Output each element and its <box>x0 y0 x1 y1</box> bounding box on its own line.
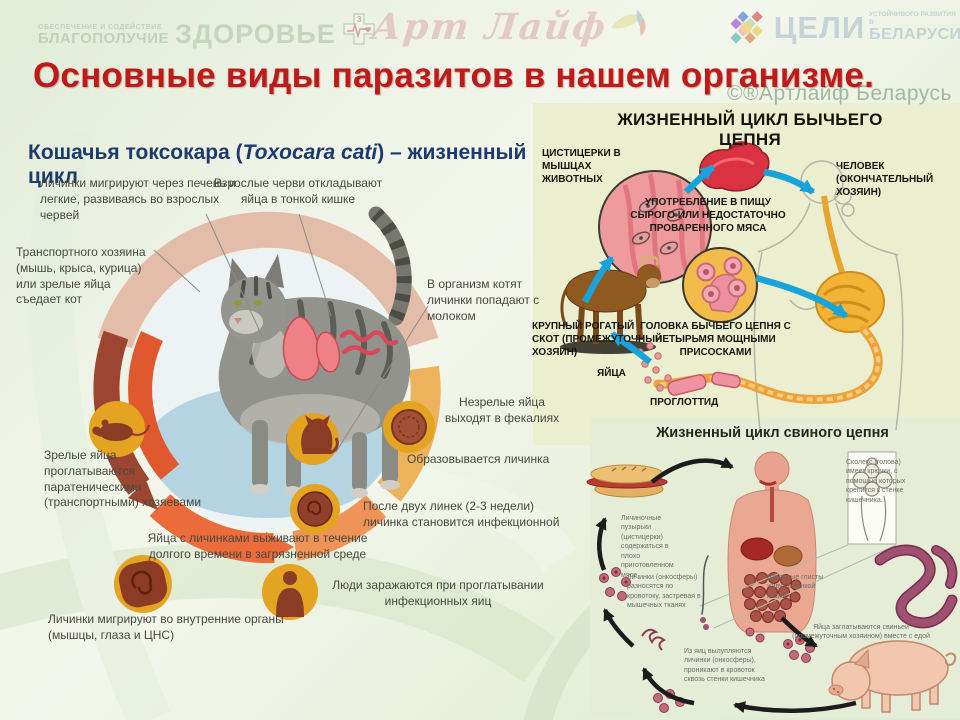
goals-logo-region: БЕЛАРУСИ <box>869 26 960 44</box>
meat-icon <box>699 141 770 192</box>
pig-icon <box>828 640 957 713</box>
beef-cycle-title: ЖИЗНЕННЫЙ ЦИКЛ БЫЧЬЕГО ЦЕПНЯ <box>617 110 883 149</box>
cat-title-post: ) – жизненный цикл <box>28 141 527 188</box>
proglottid-icon <box>667 371 741 396</box>
goals-logo-tagline: УСТОЙЧИВОГО РАЗВИТИЯ В <box>869 11 956 26</box>
beef-label-human-final-host: ЧЕЛОВЕК (ОКОНЧАТЕЛЬНЫЙ ХОЗЯИН) <box>836 161 934 198</box>
pork-label-oncospheres-bloodstream: Личинки (онкосферы) разносятся по кровот… <box>627 574 701 610</box>
beef-cycle-diagram <box>560 141 904 431</box>
cat-illustration <box>218 206 412 498</box>
health-logo-line3: ЗДОРОВЬЕ <box>175 18 336 49</box>
artlife-brand-text: Арт Лайф <box>369 6 610 48</box>
pork-label-scolex-hooks: Сколекс (голова) имеет крючки, с помощью… <box>846 459 906 504</box>
sitting-cat-icon <box>287 413 339 465</box>
scolex-head-icon <box>682 247 758 323</box>
pork-cycle-diagram <box>586 451 958 713</box>
pork-eggs <box>599 567 815 713</box>
goals-logo-word: ЦЕЛИ <box>773 10 866 45</box>
cat-label-transport-host: Транспортного хозяина (мышь, крыса, кури… <box>16 245 146 307</box>
health-logo-tagline: ОБЕСПЕЧЕНИЕ И СОДЕЙСТВИЕ <box>38 24 162 31</box>
cat-intestine-worms <box>339 329 399 356</box>
cat-label-adult-worms-eggs: Взрослые черви откладывают яйца в тонкой… <box>213 176 383 206</box>
egg-icon <box>383 401 435 453</box>
cat-cycle-diagram <box>89 206 441 620</box>
svg-text:3: 3 <box>357 15 362 24</box>
larva-egg-icon <box>114 555 172 613</box>
hotdog-icon <box>586 464 668 498</box>
copyright-watermark: ©®Артлайф Беларусь <box>727 82 952 105</box>
goals-logo-watermark: ЦЕЛИ УСТОЙЧИВОГО РАЗВИТИЯ В БЕЛАРУСИ <box>722 4 960 52</box>
pork-cycle-arrows <box>595 457 857 713</box>
mosaic-diamond-icon <box>730 11 763 44</box>
cat-label-mature-eggs-swallowed: Зрелые яйца проглатываются паратенически… <box>44 448 202 510</box>
health-logo-line2: БЛАГОПОЛУЧИЕ <box>38 30 169 47</box>
cat-organs-lungs <box>282 316 320 381</box>
health-logo-watermark: ОБЕСПЕЧЕНИЕ И СОДЕЙСТВИЕ БЛАГОПОЛУЧИЕ ЗД… <box>38 12 376 49</box>
beef-label-undercooked-meat: УПОТРЕБЛЕНИЕ В ПИЩУ СЫРОГО ИЛИ НЕДОСТАТО… <box>630 197 786 234</box>
pork-label-adult-worms-intestine: Взрослые глисты живут в тонкой кишке <box>767 574 824 600</box>
leaf-icon <box>610 10 646 36</box>
pork-label-cysticerci-meat: Личиночные пузырьки (цистицерки) содержа… <box>621 515 674 579</box>
pork-tapeworm-chain <box>700 544 958 630</box>
cat-label-eggs-survive-environment: Яйца с личинками выживают в течение долг… <box>147 531 368 561</box>
beef-label-proglottid: ПРОГЛОТТИД <box>650 397 719 408</box>
cat-label-larvae-migrate-organs: Личинки мигрируют во внутренние органы (… <box>48 612 284 642</box>
beef-label-eggs: ЯЙЦА <box>597 368 626 379</box>
cysticerci-muscle-icon <box>598 170 712 284</box>
cycle-arrowhead <box>266 532 294 562</box>
pork-label-eggs-swallowed-pig: Яйца заглатываются свиньей (промежуточны… <box>792 624 930 641</box>
cat-title-species: Toxocara cati <box>242 141 378 164</box>
larva-sketch <box>641 628 666 651</box>
cat-label-two-molts-infectious: После двух линек (2-3 недели) личинка ст… <box>363 499 560 529</box>
human-icon <box>262 564 318 620</box>
cat-label-kittens-milk: В организм котят личинки попадают с моло… <box>427 277 540 323</box>
cycle-arrowhead <box>128 480 158 510</box>
larva-icon <box>290 484 340 534</box>
beef-label-scolex-suckers: ГОЛОВКА БЫЧЬЕГО ЦЕПНЯ С ЧЕТЫРЬМЯ МОЩНЫМИ… <box>640 321 791 358</box>
mouse-icon <box>89 401 150 457</box>
cat-cycle-title: Кошачья токсокара (Toxocara cati) – жизн… <box>28 141 538 189</box>
cat-title-pre: Кошачья токсокара ( <box>28 141 243 164</box>
medical-cross-icon: 3 <box>342 13 375 45</box>
pork-cycle-title: Жизненный цикл свиного цепня <box>656 425 889 441</box>
pork-label-larvae-hatch: Из яиц вылупляются личинки (онкосферы), … <box>684 648 765 684</box>
cat-label-larvae-migrate-liver: Личинки мигрируют через печень и легкие,… <box>40 176 236 222</box>
beef-label-cysticerci: ЦИСТИЦЕРКИ В МЫШЦАХ ЖИВОТНЫХ <box>542 148 621 185</box>
beef-label-cattle-intermediate-host: КРУПНЫЙ РОГАТЫЙ СКОТ (ПРОМЕЖУТОЧНЫЙ ХОЗЯ… <box>532 321 663 358</box>
scolex-sketch-box <box>699 451 897 629</box>
beef-cycle-arrows <box>582 164 848 365</box>
cat-label-immature-eggs-feces: Незрелые яйца выходят в фекалиях <box>444 395 560 425</box>
leader-lines <box>153 213 429 453</box>
slide-title: Основные виды паразитов в нашем организм… <box>33 56 874 95</box>
cat-label-larva-forms: Образовывается личинка <box>407 452 550 466</box>
artlife-logo-watermark: Арт Лайф <box>369 6 647 48</box>
pork-human-figure <box>727 451 817 633</box>
cat-label-humans-infected: Люди заражаются при проглатывании инфекц… <box>332 578 544 608</box>
